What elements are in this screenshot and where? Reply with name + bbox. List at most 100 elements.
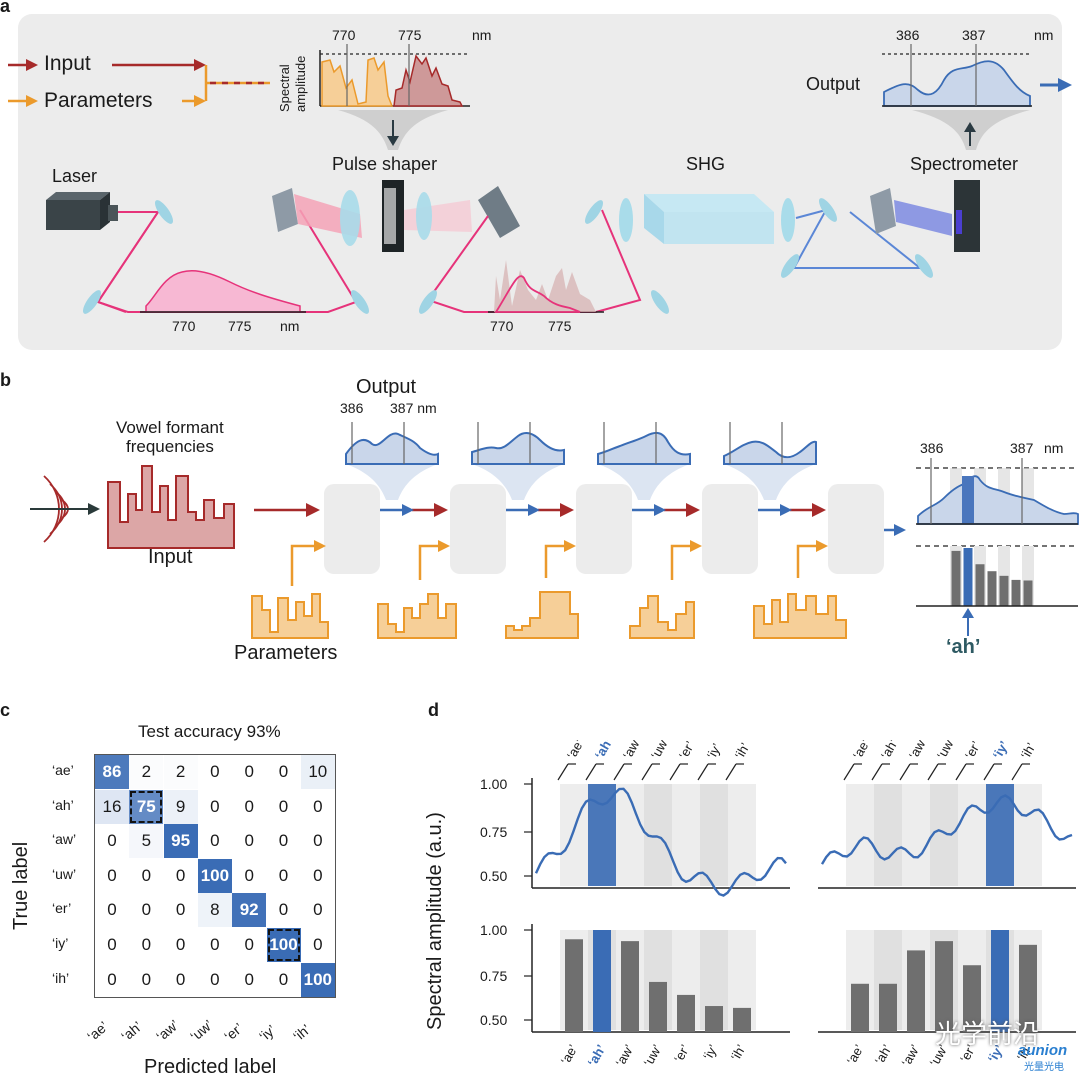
d-top-label: ‘er’ [676,740,698,762]
d-bar [935,941,953,1032]
d-band [902,784,930,886]
panel-b-letter: b [0,370,11,390]
cm-cell: 0 [232,824,267,859]
cm-cell: 0 [300,893,335,928]
cm-cell: 86 [95,755,129,789]
c-col-label: ‘aw’ [152,1016,182,1045]
d-band [560,784,588,886]
top-tick-unit: nm [472,27,492,43]
c-xlabel: Predicted label [144,1056,277,1078]
d-band [930,784,958,886]
d-ytick: 0.50 [480,1012,507,1028]
d-bottom-label: ‘uw’ [640,1042,664,1069]
c-col-label: ‘er’ [221,1019,247,1045]
b-result-label: ‘ah’ [946,636,981,658]
out-tick-387: 387 [962,27,986,43]
cm-cell: 0 [129,962,164,997]
cm-cell: 0 [163,962,198,997]
d-bar [705,1006,723,1032]
d-label-tick [613,763,625,781]
d-bottom-label: ‘aw’ [898,1042,922,1069]
d-bar [621,941,639,1032]
cm-cell: 100 [266,928,301,962]
d-top-label: ‘ae’ [850,740,873,762]
d-bar [593,930,611,1032]
b-bar [1023,580,1033,606]
d-bar [565,939,583,1032]
cm-cell: 0 [129,928,164,962]
c-ylabel: True label [10,841,32,930]
d-ytick: 0.75 [480,824,507,840]
cm-cell: 0 [163,893,198,928]
cm-cell: 95 [163,824,198,859]
cm-cell: 0 [266,962,301,997]
cm-cell: 0 [197,755,232,789]
b-input-label: Input [148,546,193,568]
d-top-label: ‘ah’ [592,740,616,762]
c-row-label: ‘ih’ [52,969,70,986]
d-ytick: 0.50 [480,868,507,884]
d-bottom-label: ‘ih’ [1014,1042,1035,1063]
panel-d-charts: 1.000.750.501.000.750.50‘ae’‘ae’‘ah’‘ah’… [480,740,1076,1069]
c-row-label: ‘aw’ [52,831,77,848]
d-ytick: 1.00 [480,776,507,792]
b-bar [999,575,1009,606]
cm-cell: 100 [197,858,232,893]
spectral-ylabel-line2: amplitude [293,55,308,112]
d-bar [907,950,925,1032]
bottom-tick-unit: nm [280,318,300,334]
d-bar [649,981,667,1032]
cm-cell: 92 [232,893,267,928]
d-band [958,784,986,886]
d-label-tick [983,763,995,781]
b-bar [951,550,961,606]
d-bottom-label: ‘ih’ [728,1042,749,1063]
cm-cell: 9 [163,789,198,824]
cm-cell: 0 [300,824,335,859]
d-label-tick [955,763,967,781]
d-band [874,784,902,886]
d-label-tick [669,763,681,781]
cm-cell: 0 [300,858,335,893]
c-col-label: ‘ah’ [118,1017,146,1045]
d-label-tick [725,763,737,781]
cm-cell: 0 [232,755,267,789]
d-band [728,784,756,886]
out-tick-unit: nm [1034,27,1054,43]
cm-cell: 0 [266,824,301,859]
cm-cell: 100 [300,962,335,997]
c-col-label: ‘ih’ [289,1020,314,1045]
cm-cell: 0 [129,858,164,893]
d-label-tick [843,763,855,781]
cm-cell: 0 [266,858,301,893]
d-band [700,784,728,886]
d-band [846,784,874,886]
d-spectrum-curve [534,787,787,897]
b-bar [963,548,973,606]
cm-cell: 5 [129,824,164,859]
d-top-label: ‘iy’ [704,741,725,762]
panel-c-letter: c [0,700,11,720]
cm-cell: 0 [95,928,129,962]
c-col-label: ‘iy’ [255,1021,279,1045]
d-ylabel: Spectral amplitude (a.u.) [424,812,446,1030]
cm-cell: 75 [129,789,164,824]
vowel-label-line2: frequencies [126,437,214,456]
b-tick-386: 386 [340,400,364,416]
d-bottom-label: ‘aw’ [612,1042,636,1069]
c-col-label: ‘uw’ [186,1016,216,1045]
cm-cell: 0 [232,858,267,893]
d-bottom-label: ‘ae’ [557,1042,580,1067]
c-row-label: ‘er’ [52,900,72,917]
panel-d-letter: d [428,700,439,720]
output-label: Output [806,74,861,94]
shg-label: SHG [686,154,726,174]
cm-cell: 0 [232,789,267,824]
pulse-shaper-label: Pulse shaper [332,154,438,174]
cm-cell: 0 [197,928,232,962]
cm-cell: 0 [163,858,198,893]
cm-cell: 0 [300,789,335,824]
panel-a-diagram [8,44,1072,314]
cm-cell: 0 [95,858,129,893]
